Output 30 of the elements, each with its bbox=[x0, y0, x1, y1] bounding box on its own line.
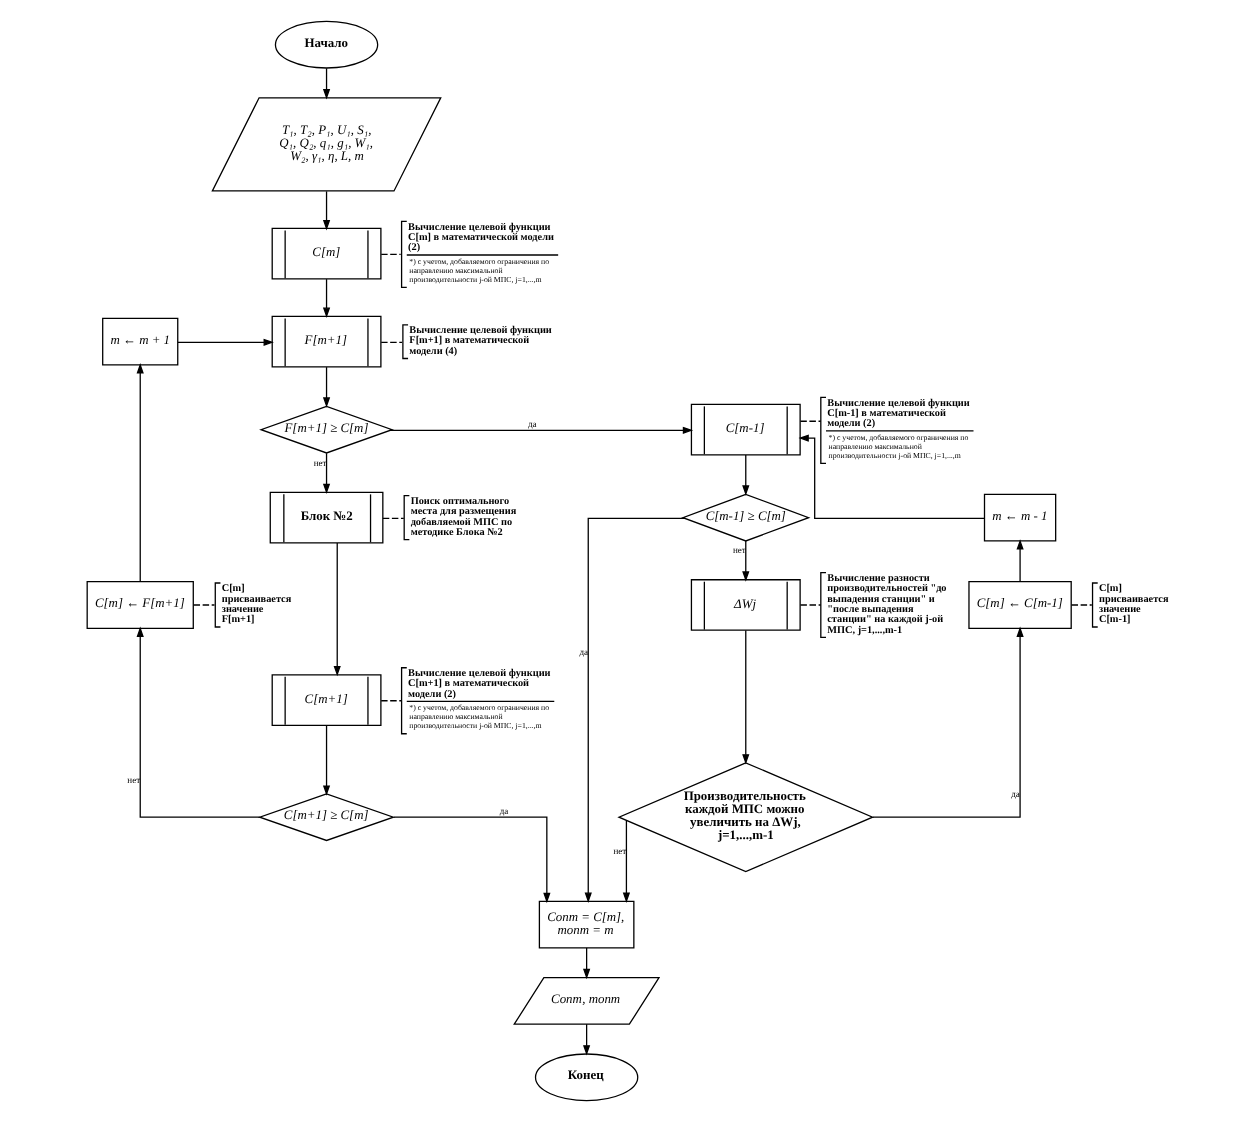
arrow bbox=[582, 1023, 590, 1056]
arrow bbox=[871, 626, 1023, 818]
connector bbox=[191, 604, 215, 606]
arrow bbox=[135, 363, 143, 583]
arrow bbox=[332, 542, 340, 677]
arrow bbox=[321, 278, 330, 318]
arrow bbox=[741, 454, 749, 496]
arrow bbox=[741, 540, 749, 582]
connector bbox=[381, 517, 404, 519]
arrow bbox=[582, 947, 590, 980]
arrow bbox=[583, 517, 685, 903]
arrow bbox=[797, 434, 984, 519]
arrow bbox=[135, 626, 260, 818]
arrow bbox=[321, 452, 330, 495]
connector bbox=[379, 253, 401, 255]
connector bbox=[798, 604, 821, 606]
arrow bbox=[321, 724, 330, 796]
arrow bbox=[321, 67, 330, 100]
arrow bbox=[176, 338, 273, 346]
connector bbox=[379, 341, 402, 343]
arrow bbox=[741, 629, 749, 765]
arrow bbox=[321, 190, 330, 231]
connector bbox=[798, 420, 821, 422]
connector bbox=[1069, 604, 1092, 606]
connector bbox=[379, 700, 402, 702]
arrow bbox=[321, 366, 330, 408]
arrow bbox=[621, 820, 630, 903]
arrow bbox=[392, 816, 550, 904]
arrow bbox=[1015, 539, 1023, 583]
arrow bbox=[388, 426, 693, 434]
